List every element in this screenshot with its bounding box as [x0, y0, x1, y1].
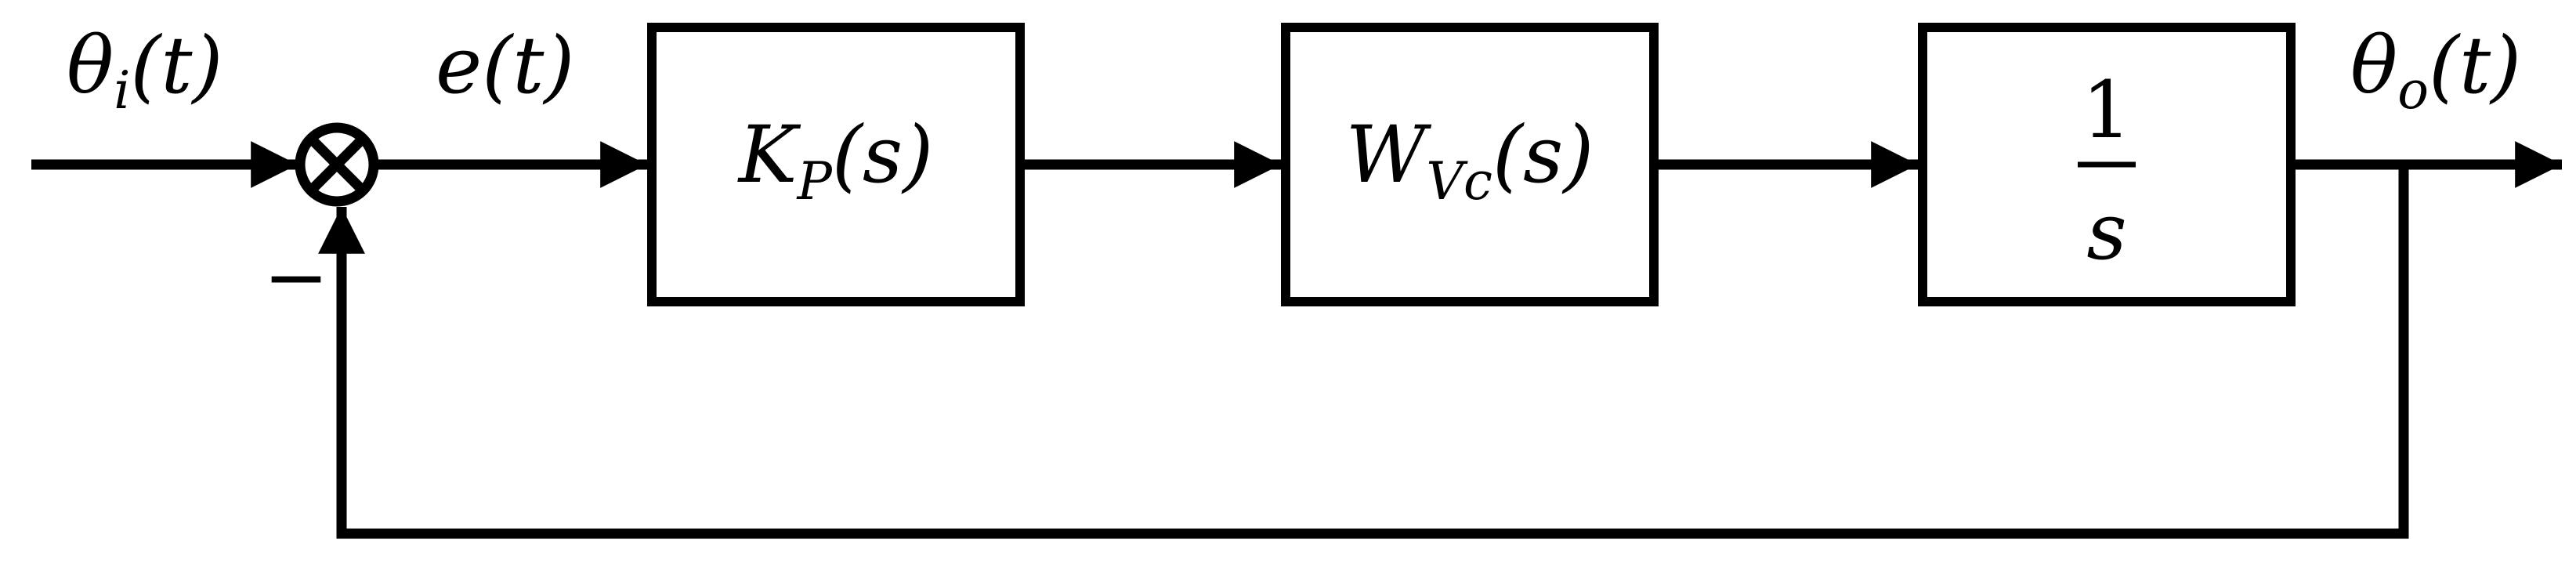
integrator-denominator: s [2086, 186, 2126, 277]
controller-label-base: K [737, 109, 801, 201]
input-signal-label: θi(t) [67, 20, 223, 121]
plant-block [1281, 23, 1659, 306]
plant-label: WVc(s) [1346, 109, 1594, 212]
error-label-argument: (t) [482, 20, 574, 111]
input-label-base: θ [67, 20, 114, 111]
error-label-base: e [436, 20, 482, 111]
plant-label-base: W [1346, 109, 1432, 201]
output-signal-label: θo(t) [2350, 20, 2521, 121]
feedback-sign: − [263, 231, 329, 323]
plant-label-subscript: Vc [1426, 151, 1492, 212]
input-label-subscript: i [114, 60, 130, 121]
controller-label-subscript: P [796, 151, 833, 212]
controller-label-argument: (s) [832, 109, 933, 201]
integrator-block [1918, 23, 2296, 306]
output-label-base: θ [2350, 20, 2397, 111]
integrator-numerator: 1 [2082, 64, 2132, 156]
output-label-subscript: o [2397, 60, 2429, 121]
controller-label: KP(s) [737, 109, 934, 212]
summing-junction [295, 122, 379, 207]
error-signal-label: e(t) [436, 20, 574, 111]
plant-label-argument: (s) [1492, 109, 1594, 201]
summing-junction-cross-b [307, 135, 367, 194]
feedback-path [318, 165, 2409, 539]
controller-block [647, 23, 1025, 306]
output-label-argument: (t) [2429, 20, 2521, 111]
input-label-argument: (t) [130, 20, 223, 111]
